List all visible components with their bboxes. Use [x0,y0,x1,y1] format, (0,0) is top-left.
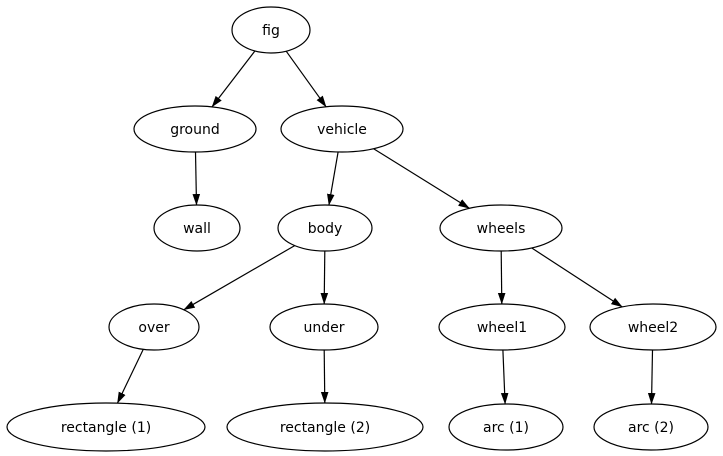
node-fig: fig [231,6,311,54]
node-ellipse-wall [153,204,241,252]
node-ellipse-body [277,204,373,252]
node-label-wheel2: wheel2 [628,320,678,336]
node-under: under [269,303,379,351]
edge-vehicle-wheels [373,148,470,209]
node-ellipse-ground [133,105,257,153]
edge-over-rect1 [116,349,144,404]
edge-under-rect2 [320,349,329,404]
edge-wheel2-arc2 [647,349,656,405]
node-label-under: under [303,320,344,336]
node-label-wall: wall [183,221,211,237]
node-label-rect1: rectangle (1) [61,420,151,436]
node-over: over [108,303,200,351]
node-rect2: rectangle (2) [226,402,424,452]
node-wall: wall [153,204,241,252]
node-ellipse-wheel1 [438,303,566,351]
node-ellipse-wheel2 [589,303,717,351]
node-label-vehicle: vehicle [317,122,367,138]
node-wheel2: wheel2 [589,303,717,351]
node-label-arc2: arc (2) [628,420,674,436]
node-wheel1: wheel1 [438,303,566,351]
node-arc1: arc (1) [448,403,564,451]
node-label-wheels: wheels [477,221,526,237]
node-label-fig: fig [262,23,280,39]
edge-body-under [320,250,329,305]
edge-body-over [183,245,296,311]
node-ground: ground [133,105,257,153]
node-vehicle: vehicle [280,105,404,153]
edge-ground-wall [192,151,201,206]
edge-wheels-wheel1 [497,250,506,305]
node-ellipse-arc1 [448,403,564,451]
edge-fig-vehicle [285,50,327,108]
edge-wheel1-arc1 [500,349,509,405]
node-ellipse-over [108,303,200,351]
node-rect1: rectangle (1) [6,402,206,452]
node-ellipse-rect1 [6,402,206,452]
node-label-body: body [308,221,343,237]
node-ellipse-wheels [439,204,563,252]
node-ellipse-rect2 [226,402,424,452]
node-label-arc1: arc (1) [483,420,529,436]
edge-wheels-wheel2 [531,247,623,308]
node-ellipse-vehicle [280,105,404,153]
node-label-over: over [138,320,169,336]
node-label-rect2: rectangle (2) [280,420,370,436]
node-label-ground: ground [170,122,220,138]
node-ellipse-fig [231,6,311,54]
node-arc2: arc (2) [593,403,709,451]
node-label-wheel1: wheel1 [477,320,527,336]
node-wheels: wheels [439,204,563,252]
node-ellipse-arc2 [593,403,709,451]
node-body: body [277,204,373,252]
node-ellipse-under [269,303,379,351]
edge-fig-ground [211,50,256,108]
edge-vehicle-body [327,151,339,206]
